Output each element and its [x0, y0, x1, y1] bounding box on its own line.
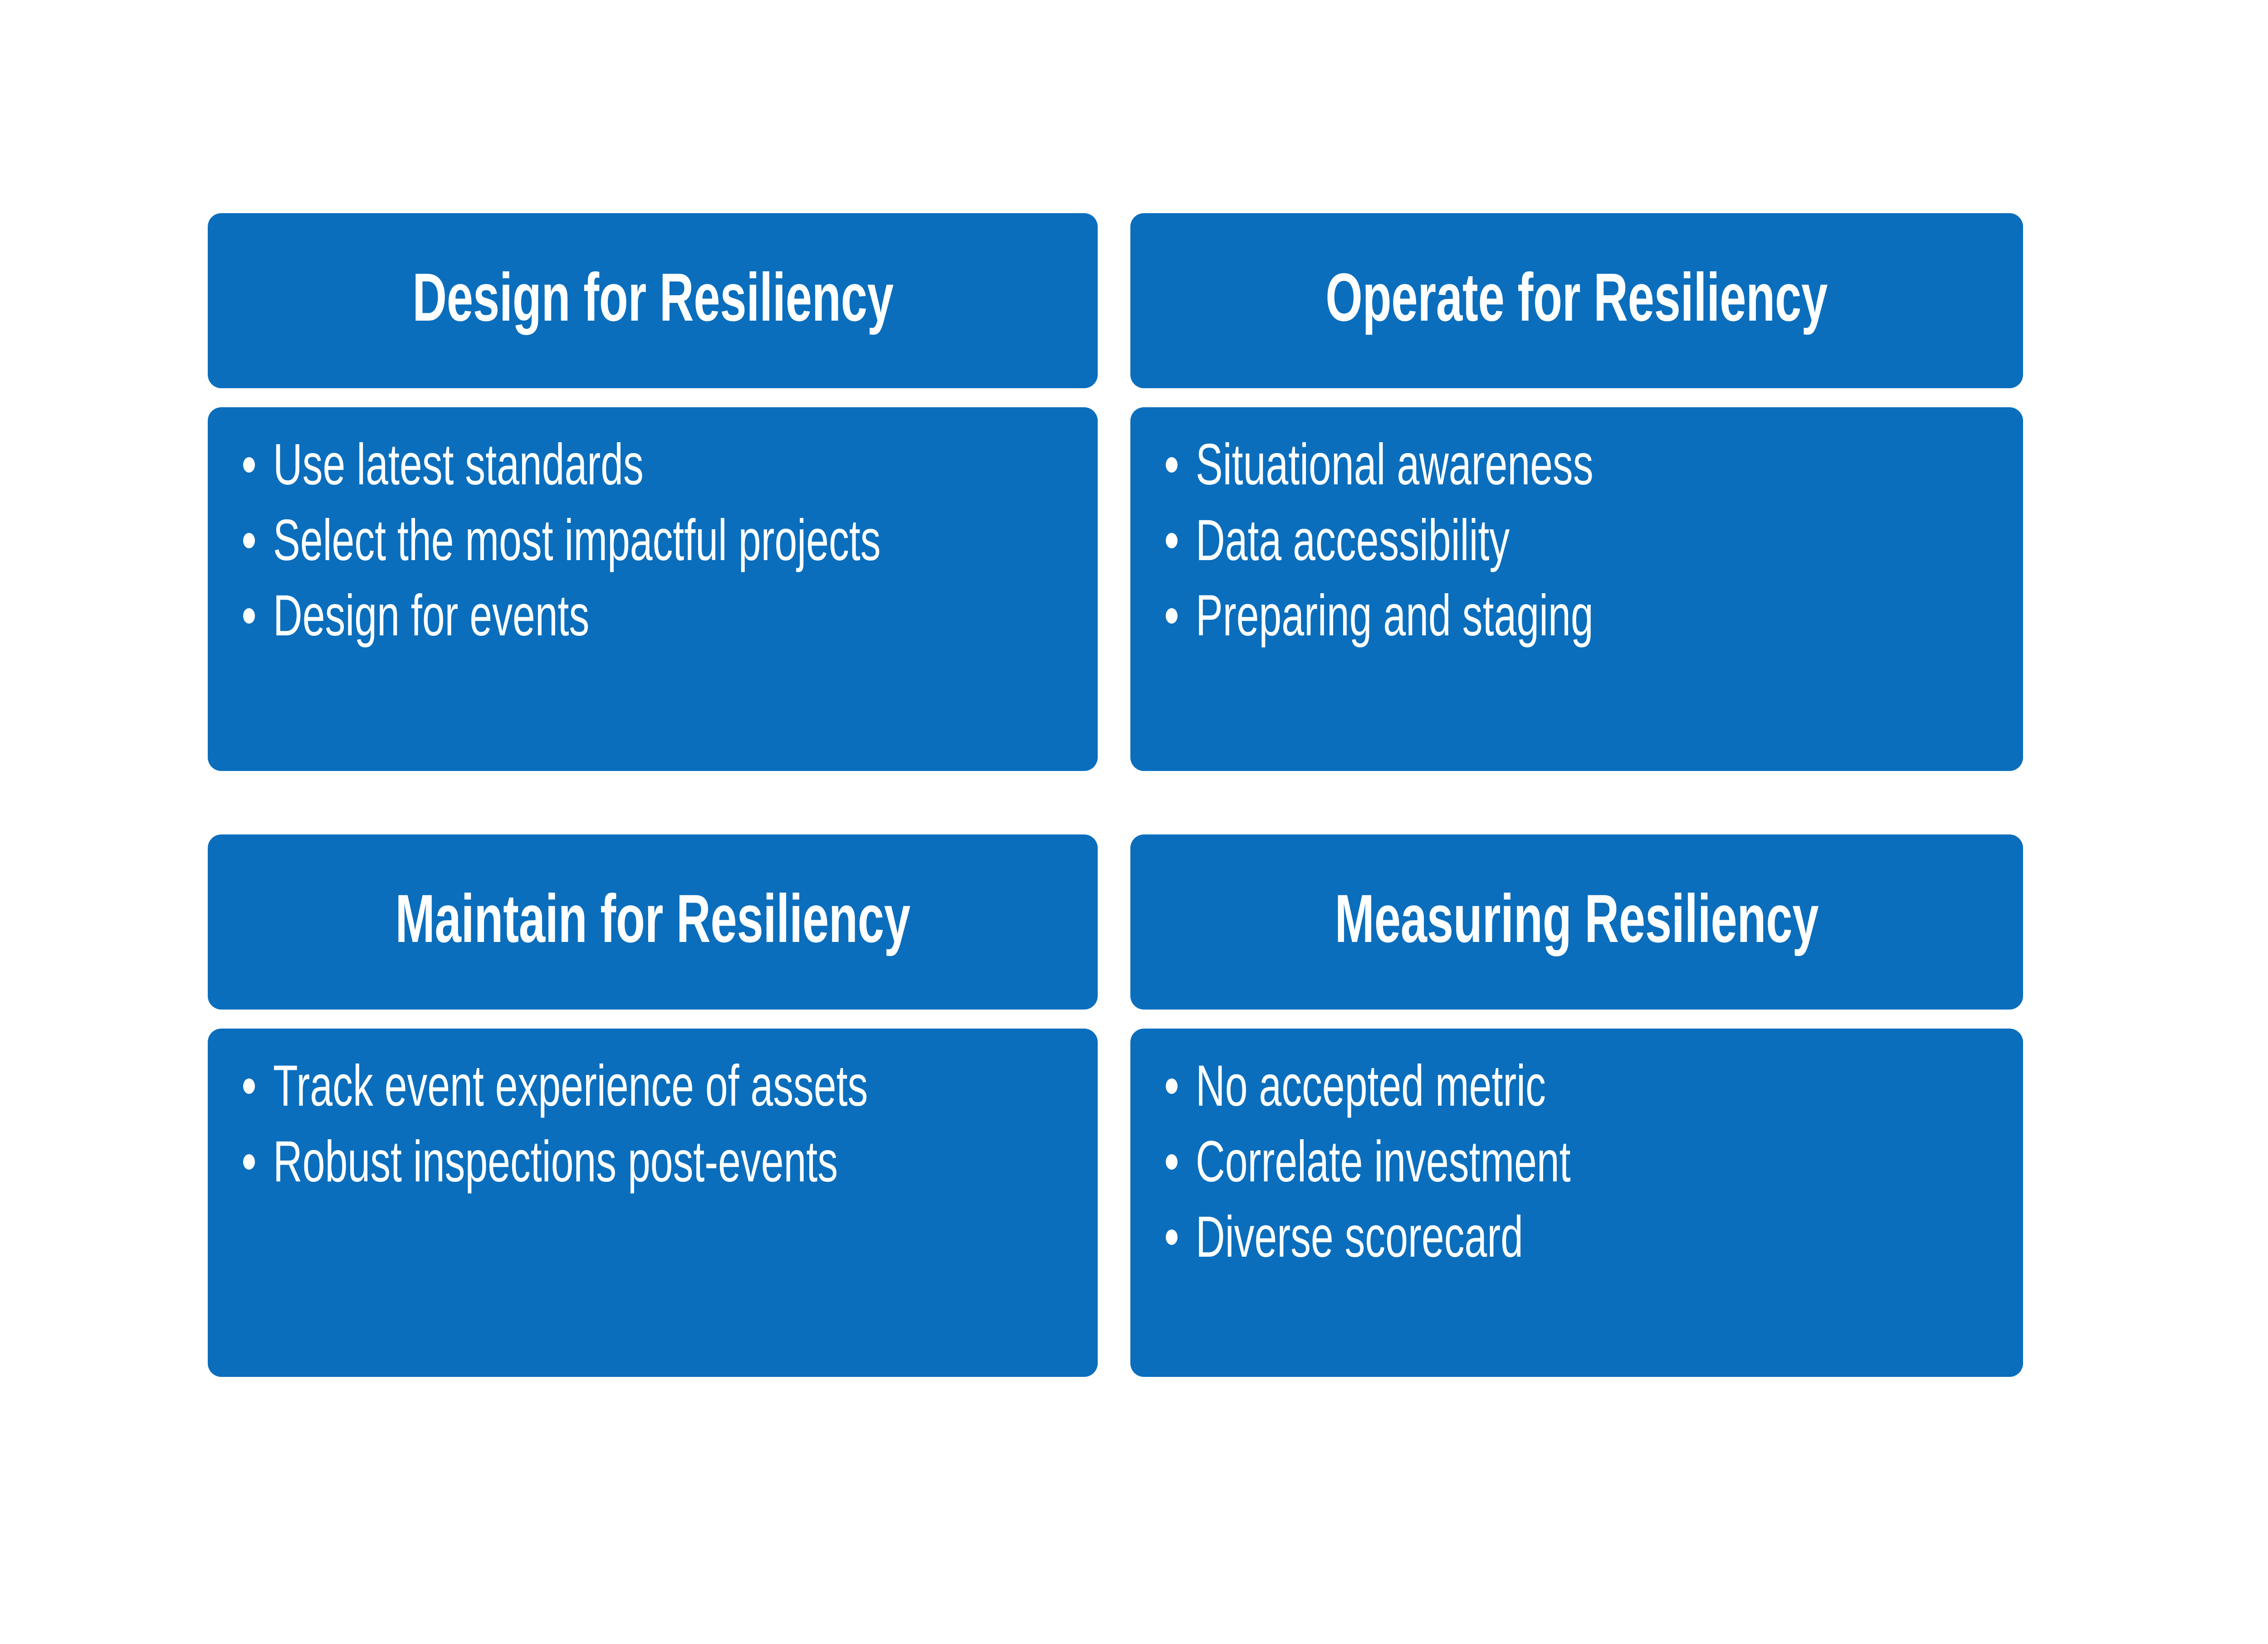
header-card-maintain-for-resiliency[interactable]: Maintain for Resiliency	[208, 834, 1098, 1010]
bullet-dot-icon	[1166, 608, 1178, 624]
list-item: Data accessibility	[1166, 511, 1996, 571]
bullet-label: Correlate investment	[1196, 1129, 1571, 1194]
list-item: Track event experience of assets	[243, 1054, 1070, 1118]
quadrant-measuring-resiliency: Measuring Resiliency No accepted metric …	[1130, 834, 2023, 1377]
bullet-dot-icon	[243, 1154, 255, 1170]
bullet-list-maintain-for-resiliency: Track event experience of assets Robust …	[243, 1054, 1070, 1192]
bullet-label: Design for events	[273, 583, 590, 649]
bullet-label: Situational awareness	[1196, 432, 1593, 497]
bullet-label: Preparing and staging	[1196, 583, 1593, 649]
bullet-dot-icon	[1166, 457, 1178, 473]
bullet-dot-icon	[243, 1078, 255, 1094]
list-item: Diverse scorecard	[1166, 1208, 1996, 1267]
header-title-operate-for-resiliency: Operate for Resiliency	[1325, 259, 1828, 335]
bullet-label: Select the most impactful projects	[273, 507, 881, 573]
list-item: Design for events	[243, 586, 1070, 646]
bullet-label: Robust inspections post-events	[273, 1129, 838, 1194]
bullet-list-design-for-resiliency: Use latest standards Select the most imp…	[243, 435, 1070, 646]
bullet-label: Data accessibility	[1196, 507, 1510, 573]
bullet-label: Use latest standards	[273, 432, 644, 497]
list-item: Use latest standards	[243, 435, 1070, 495]
list-item: Situational awareness	[1166, 435, 1996, 495]
bullet-label: Diverse scorecard	[1196, 1205, 1524, 1270]
bullet-label: No accepted metric	[1196, 1054, 1546, 1118]
bullet-dot-icon	[243, 532, 255, 548]
quadrant-design-for-resiliency: Design for Resiliency Use latest standar…	[208, 213, 1098, 771]
list-item: No accepted metric	[1166, 1054, 1996, 1118]
quadrant-operate-for-resiliency: Operate for Resiliency Situational aware…	[1130, 213, 2023, 771]
quadrant-maintain-for-resiliency: Maintain for Resiliency Track event expe…	[208, 834, 1098, 1377]
body-card-maintain-for-resiliency: Track event experience of assets Robust …	[208, 1029, 1098, 1377]
header-title-design-for-resiliency: Design for Resiliency	[412, 259, 894, 335]
header-card-measuring-resiliency[interactable]: Measuring Resiliency	[1130, 834, 2023, 1010]
bullet-list-measuring-resiliency: No accepted metric Correlate investment …	[1166, 1054, 1996, 1267]
list-item: Preparing and staging	[1166, 586, 1996, 646]
header-title-measuring-resiliency: Measuring Resiliency	[1334, 880, 1819, 956]
body-card-measuring-resiliency: No accepted metric Correlate investment …	[1130, 1029, 2023, 1377]
bullet-dot-icon	[1166, 532, 1178, 548]
bullet-dot-icon	[243, 608, 255, 624]
header-card-design-for-resiliency[interactable]: Design for Resiliency	[208, 213, 1098, 388]
bullet-dot-icon	[243, 457, 255, 473]
list-item: Robust inspections post-events	[243, 1132, 1070, 1192]
header-card-operate-for-resiliency[interactable]: Operate for Resiliency	[1130, 213, 2023, 388]
bullet-dot-icon	[1166, 1078, 1178, 1094]
header-title-maintain-for-resiliency: Maintain for Resiliency	[395, 880, 910, 956]
bullet-list-operate-for-resiliency: Situational awareness Data accessibility…	[1166, 435, 1996, 646]
body-card-operate-for-resiliency: Situational awareness Data accessibility…	[1130, 407, 2023, 771]
bullet-dot-icon	[1166, 1229, 1178, 1245]
list-item: Correlate investment	[1166, 1132, 1996, 1192]
bullet-dot-icon	[1166, 1154, 1178, 1170]
body-card-design-for-resiliency: Use latest standards Select the most imp…	[208, 407, 1098, 771]
bullet-label: Track event experience of assets	[273, 1054, 868, 1118]
list-item: Select the most impactful projects	[243, 511, 1070, 571]
